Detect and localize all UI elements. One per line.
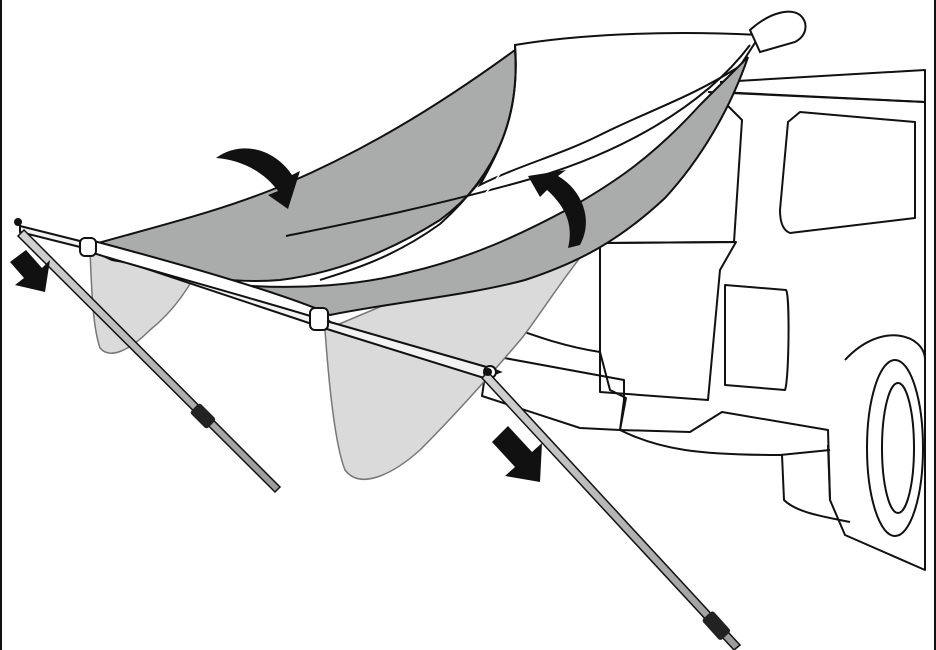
vehicle-taillight <box>724 284 790 391</box>
left-pole-joint <box>190 403 216 429</box>
vehicle <box>414 69 926 571</box>
awning-front-roller <box>89 238 333 324</box>
diagonal-arrow-down-right-icon <box>492 426 542 482</box>
awning-bar-joint <box>309 307 329 331</box>
left-frame-border <box>0 0 2 650</box>
support-poles <box>16 228 742 650</box>
awning-main-panel <box>81 48 517 282</box>
awning-left-end-cap <box>79 237 97 257</box>
right-frame-border <box>934 0 936 650</box>
awning-cable-inner <box>319 47 532 283</box>
awning-frame <box>14 10 807 380</box>
right-support-pole <box>480 370 742 650</box>
awning-left-knob <box>14 218 22 226</box>
awning-fabric <box>81 32 762 317</box>
vehicle-rear-wheel-inner <box>881 382 915 514</box>
right-pole-joint <box>702 611 731 640</box>
left-support-pole <box>16 228 282 494</box>
awning-roof-mount <box>748 10 807 54</box>
vehicle-side-window <box>779 111 916 234</box>
vehicle-rear-fender <box>781 454 851 523</box>
vehicle-bumper-edge <box>619 429 831 456</box>
motion-arrows <box>10 148 586 482</box>
right-pole-top <box>484 368 492 376</box>
awning-lower-fold <box>237 56 749 317</box>
curved-arrow-down-icon <box>216 148 300 209</box>
vehicle-tailgate <box>599 241 737 401</box>
vehicle-rear-wheel <box>866 359 924 537</box>
vehicle-wheel-arch <box>844 334 926 361</box>
vehicle-rear-side <box>707 91 926 571</box>
diagonal-arrow-down-right-icon <box>10 250 50 292</box>
curved-arrow-up-icon <box>528 170 586 248</box>
awning-cable-left <box>319 45 517 281</box>
awning-cable-right <box>285 44 751 237</box>
